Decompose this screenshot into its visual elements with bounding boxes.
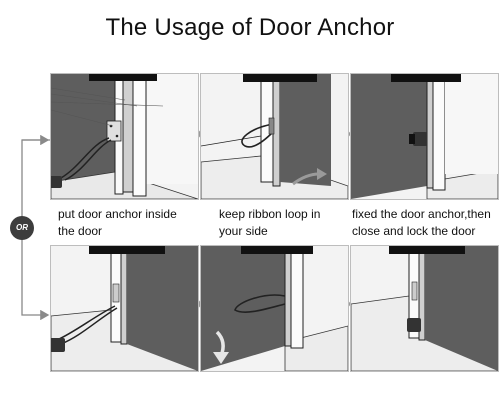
panel-step2-bottom [200, 245, 349, 372]
caption-step1-line1: put door anchor inside [58, 207, 177, 221]
panel-step3-bottom [350, 245, 499, 372]
caption-step2-line2: your side [219, 224, 268, 238]
caption-step3-line1: fixed the door anchor,then [352, 207, 491, 221]
caption-step2-line1: keep ribbon loop in [219, 207, 321, 221]
or-badge: OR [10, 216, 34, 240]
diagram-title: The Usage of Door Anchor [105, 14, 395, 41]
caption-step1: put door anchor inside the door [58, 206, 177, 240]
panel-step3-top [350, 73, 499, 200]
panel-step1-bottom [50, 245, 199, 372]
caption-step3: fixed the door anchor,then close and loc… [352, 206, 491, 240]
panel-step1-top [50, 73, 199, 200]
caption-step3-line2: close and lock the door [352, 224, 476, 238]
caption-step2: keep ribbon loop in your side [219, 206, 320, 240]
panel-step2-top [200, 73, 349, 200]
caption-step1-line2: the door [58, 224, 103, 238]
